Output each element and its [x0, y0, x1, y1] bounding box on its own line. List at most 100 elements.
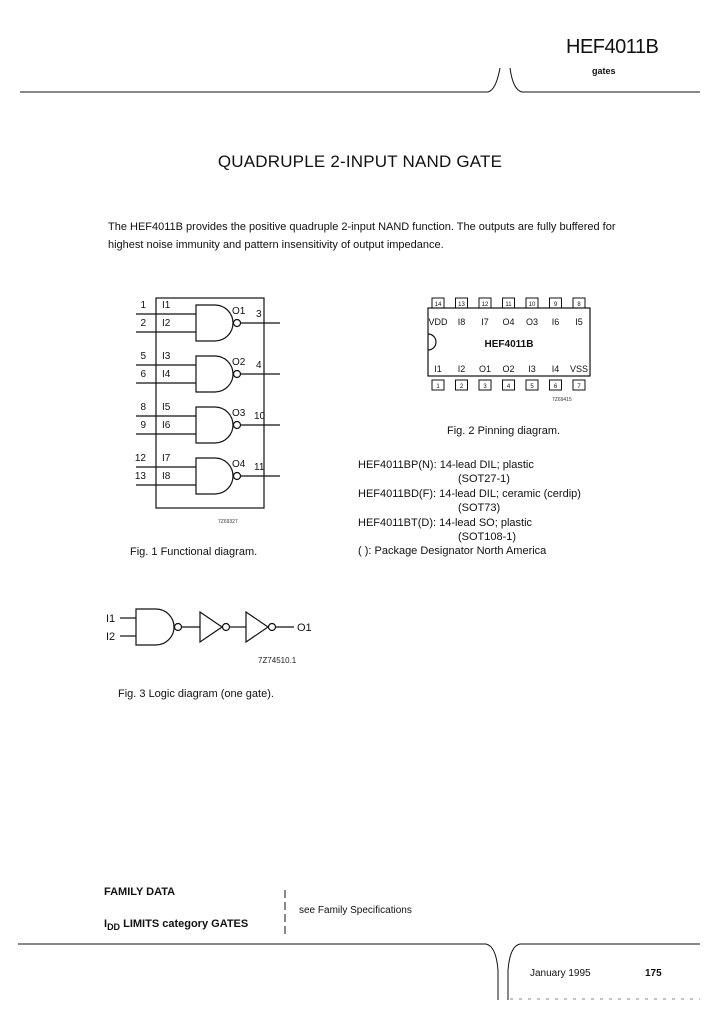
pin-box: [431, 297, 445, 309]
output-label: O1: [297, 622, 312, 634]
pin-label: I8: [458, 317, 466, 327]
input-label: I7: [162, 453, 171, 464]
page-title: QUADRUPLE 2-INPUT NAND GATE: [217, 152, 503, 171]
pin-box: [478, 379, 492, 391]
pin-number: 2: [460, 384, 464, 390]
chip-label: HEF4011B: [485, 339, 534, 350]
input-label: I4: [162, 369, 171, 380]
intro-paragraph: The HEF4011B provides the positive quadr…: [108, 221, 616, 251]
output-label: O3: [232, 408, 246, 419]
functional-diagram: 1 2 I1 I2 O1 3 5 6 I3 I4 O2 4 8 9 I5 I6 …: [135, 297, 280, 525]
pin-number: 12: [135, 453, 147, 464]
pin-number: 1: [436, 384, 440, 390]
pin-label: O4: [502, 317, 514, 327]
pin-label: VSS: [570, 364, 588, 374]
pin-number: 7: [577, 384, 581, 390]
output-label: O1: [232, 306, 246, 317]
bottom-pin-row: 1 I1 2 I2 3 O1 4 O2 5 I3 6 I4 7 VSS: [431, 364, 588, 391]
figure-code: 7Z69415: [552, 397, 572, 403]
input-label: I2: [162, 318, 171, 329]
pin-box: [572, 297, 586, 309]
fig1-caption: Fig. 1 Functional diagram.: [130, 546, 258, 558]
package-line: HEF4011BP(N): 14-lead DIL; plastic: [358, 459, 534, 471]
pin-number: 13: [135, 471, 147, 482]
input-label: I2: [106, 631, 115, 643]
pin-label: I4: [552, 364, 560, 374]
figure-code: 7Z69327: [218, 519, 238, 525]
figure-code: 7Z74510.1: [258, 656, 297, 665]
footer-rule: [18, 943, 700, 1000]
package-line: HEF4011BD(F): 14-lead DIL; ceramic (cerd…: [358, 487, 581, 500]
pin-number: 10: [254, 411, 266, 422]
family-data-heading: FAMILY DATA: [104, 886, 176, 898]
pin-box: [431, 379, 445, 391]
pin-box: [455, 297, 468, 309]
pin-number: 8: [577, 302, 581, 308]
pin-label: O3: [526, 317, 538, 327]
package-line: (SOT27-1): [458, 473, 510, 486]
pin-label: O1: [479, 364, 491, 374]
pin-number: 3: [256, 309, 262, 320]
pin-number: 11: [505, 302, 512, 308]
pin-number: 1: [140, 300, 146, 311]
bracket-divider: [284, 890, 286, 934]
package-line: (SOT108-1): [458, 531, 517, 544]
page-number: 175: [645, 968, 662, 979]
package-line: HEF4011BT(D): 14-lead SO; plastic: [358, 516, 533, 529]
pin-label: O2: [502, 364, 514, 374]
pin-box: [572, 379, 586, 391]
pin-number: 5: [140, 351, 146, 362]
pin-label: I7: [481, 317, 489, 327]
pin-box: [525, 297, 539, 309]
pin-box: [525, 379, 539, 391]
pin-number: 14: [435, 302, 442, 308]
header-rule: [20, 67, 700, 93]
fig2-caption: Fig. 2 Pinning diagram.: [447, 425, 561, 437]
package-line: (SOT73): [458, 502, 501, 515]
pin-label: I2: [458, 364, 466, 374]
pin-number: 11: [254, 462, 265, 473]
pin-number: 3: [483, 384, 487, 390]
pin-number: 8: [140, 402, 146, 413]
pin-number: 6: [554, 384, 558, 390]
input-label: I6: [162, 420, 171, 431]
fig3-caption: Fig. 3 Logic diagram (one gate).: [118, 688, 274, 700]
family-label: gates: [592, 66, 616, 76]
idd-limits-heading: IDD LIMITS category GATES: [104, 918, 248, 932]
pin-label: VDD: [428, 317, 448, 327]
idd-subscript: DD: [107, 922, 121, 933]
pin-number: 9: [554, 302, 558, 308]
pin-label: I3: [528, 364, 536, 374]
input-label: I1: [162, 300, 171, 311]
pin-number: 4: [507, 384, 511, 390]
input-label: I5: [162, 402, 171, 413]
pin-box: [549, 297, 562, 309]
output-label: O2: [232, 357, 246, 368]
pin-box: [502, 297, 515, 309]
pin-number: 6: [140, 369, 146, 380]
part-number-header: HEF4011B: [566, 36, 659, 58]
pin-label: I1: [434, 364, 442, 374]
pin-box: [478, 297, 492, 309]
see-family-spec: see Family Specifications: [299, 905, 412, 916]
pin-number: 10: [529, 302, 536, 308]
input-label: I1: [106, 613, 115, 625]
footer-date: January 1995: [530, 968, 591, 979]
input-label: I3: [162, 351, 171, 362]
pin-number: 13: [458, 302, 465, 308]
pin-number: 5: [530, 384, 534, 390]
package-note: ( ): Package Designator North America: [358, 545, 547, 558]
pin-number: 9: [140, 420, 146, 431]
pin-box: [549, 379, 562, 391]
pin-box: [455, 379, 468, 391]
idd-prefix: I: [104, 918, 108, 930]
pin-number: 12: [482, 302, 489, 308]
idd-rest: LIMITS category GATES: [120, 918, 249, 930]
input-label: I8: [162, 471, 171, 482]
output-label: O4: [232, 459, 246, 470]
pin-label: I6: [552, 317, 560, 327]
pin-number: 4: [256, 360, 262, 371]
pin-box: [502, 379, 515, 391]
